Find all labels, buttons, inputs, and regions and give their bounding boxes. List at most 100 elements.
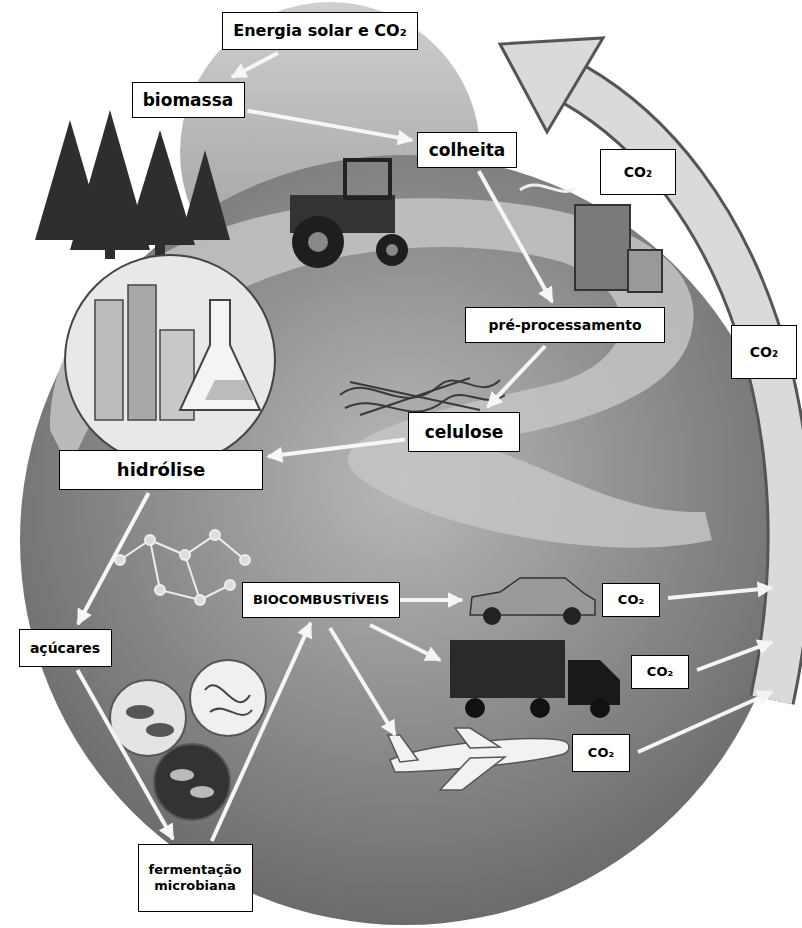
co2-box: CO₂	[602, 583, 660, 617]
node-text: pré-processamento	[488, 317, 641, 334]
co2-arrows-part	[697, 642, 772, 670]
cycle-arrow-part	[575, 85, 790, 700]
flow-arrow	[248, 111, 413, 140]
microbes-part	[170, 769, 194, 781]
factory-part	[65, 255, 275, 465]
preprocessing-bin-part	[575, 205, 630, 290]
trees-part	[180, 150, 230, 240]
node-text: colheita	[429, 140, 506, 160]
node-text: CO₂	[624, 164, 652, 181]
preprocessing-bin-part	[628, 250, 662, 292]
node-text: Energia solar e CO₂	[233, 21, 406, 40]
co2-arrows-part	[638, 692, 772, 752]
tractor	[290, 160, 408, 268]
sugar-molecule-part	[210, 530, 220, 540]
sugar-molecule-part	[155, 585, 165, 595]
node-text: CO₂	[588, 745, 614, 761]
node-text: biomassa	[143, 90, 234, 110]
sugar-molecule-part	[145, 535, 155, 545]
flow-arrow	[78, 493, 149, 624]
cellulose-fibers-part	[360, 378, 470, 415]
truck-part	[450, 640, 565, 698]
car-part	[563, 607, 581, 625]
node-text: CO₂	[618, 592, 644, 608]
truck	[450, 640, 620, 718]
node-text: CO₂	[750, 344, 778, 361]
airplane-part	[388, 735, 418, 762]
truck-part	[530, 698, 550, 718]
stage-box: pré-processamento	[465, 307, 665, 343]
sugar-molecule-part	[180, 550, 190, 560]
flow-arrow	[232, 53, 278, 77]
microbes-part	[126, 705, 154, 719]
microbes-part	[205, 685, 252, 715]
factory	[65, 255, 275, 465]
airplane	[388, 728, 569, 790]
fuel-arrows	[330, 600, 462, 735]
truck-part	[568, 660, 620, 705]
truck-part	[590, 698, 610, 718]
trees-part	[155, 242, 165, 256]
microbes-part	[154, 744, 230, 820]
tractor-part	[386, 244, 398, 256]
microbes-part	[146, 723, 174, 737]
node-text: fermentação microbiana	[148, 862, 243, 893]
factory-part	[95, 300, 123, 420]
stage-box: celulose	[408, 412, 520, 452]
co2-box: CO₂	[600, 149, 676, 195]
node-text: BIOCOMBUSTÍVEIS	[253, 592, 389, 608]
car-part	[483, 607, 501, 625]
sugar-molecule-part	[225, 580, 235, 590]
co2-box: CO₂	[731, 325, 797, 379]
microbes	[110, 660, 266, 820]
trees	[35, 110, 230, 259]
fuel-arrows-part	[400, 598, 462, 602]
flow-arrow	[77, 670, 173, 839]
product-box: BIOCOMBUSTÍVEIS	[242, 582, 400, 618]
sugar-molecule-part	[195, 595, 205, 605]
truck-part	[465, 698, 485, 718]
node-text: açúcares	[30, 640, 100, 657]
factory-part	[128, 285, 156, 420]
factory-part	[205, 380, 255, 400]
flow-arrow	[479, 171, 552, 302]
co2-box: CO₂	[572, 734, 630, 772]
trees-part	[105, 245, 115, 259]
microbes-part	[190, 786, 214, 798]
tractor-part	[345, 160, 390, 198]
stage-box: hidrólise	[59, 450, 263, 490]
microbes-part	[190, 660, 266, 736]
node-text: hidrólise	[117, 459, 205, 481]
cycle-arrow-part	[575, 85, 790, 700]
car	[470, 578, 595, 625]
stage-box: açúcares	[19, 629, 112, 667]
flow-arrow	[488, 346, 546, 407]
preprocessing-bin	[520, 185, 662, 292]
cycle-ground-part	[20, 155, 790, 925]
flow-arrow	[268, 439, 405, 456]
airplane-part	[455, 728, 500, 748]
cycle-ground	[20, 2, 790, 925]
node-text: CO₂	[647, 664, 673, 680]
co2-box: CO₂	[631, 655, 689, 689]
sugar-molecule-part	[240, 555, 250, 565]
preprocessing-bin-part	[520, 185, 575, 191]
sugar-molecule	[115, 530, 250, 605]
flow-arrow	[212, 623, 311, 841]
fuel-arrows-part	[330, 628, 395, 735]
stage-box: biomassa	[132, 82, 245, 118]
stage-box: fermentação microbiana	[138, 844, 253, 912]
tractor-part	[376, 234, 408, 266]
sugar-molecule-part	[120, 535, 245, 600]
airplane-part	[440, 757, 505, 790]
source-box: Energia solar e CO₂	[222, 12, 418, 50]
cycle-arrow-part	[500, 38, 603, 132]
tractor-part	[308, 232, 328, 252]
node-text: celulose	[425, 422, 504, 442]
stage-box: colheita	[417, 132, 517, 168]
fuel-arrows-part	[370, 625, 440, 660]
cellulose-fibers	[340, 378, 505, 415]
co2-arrows-part	[668, 588, 772, 598]
factory-part	[180, 300, 260, 410]
